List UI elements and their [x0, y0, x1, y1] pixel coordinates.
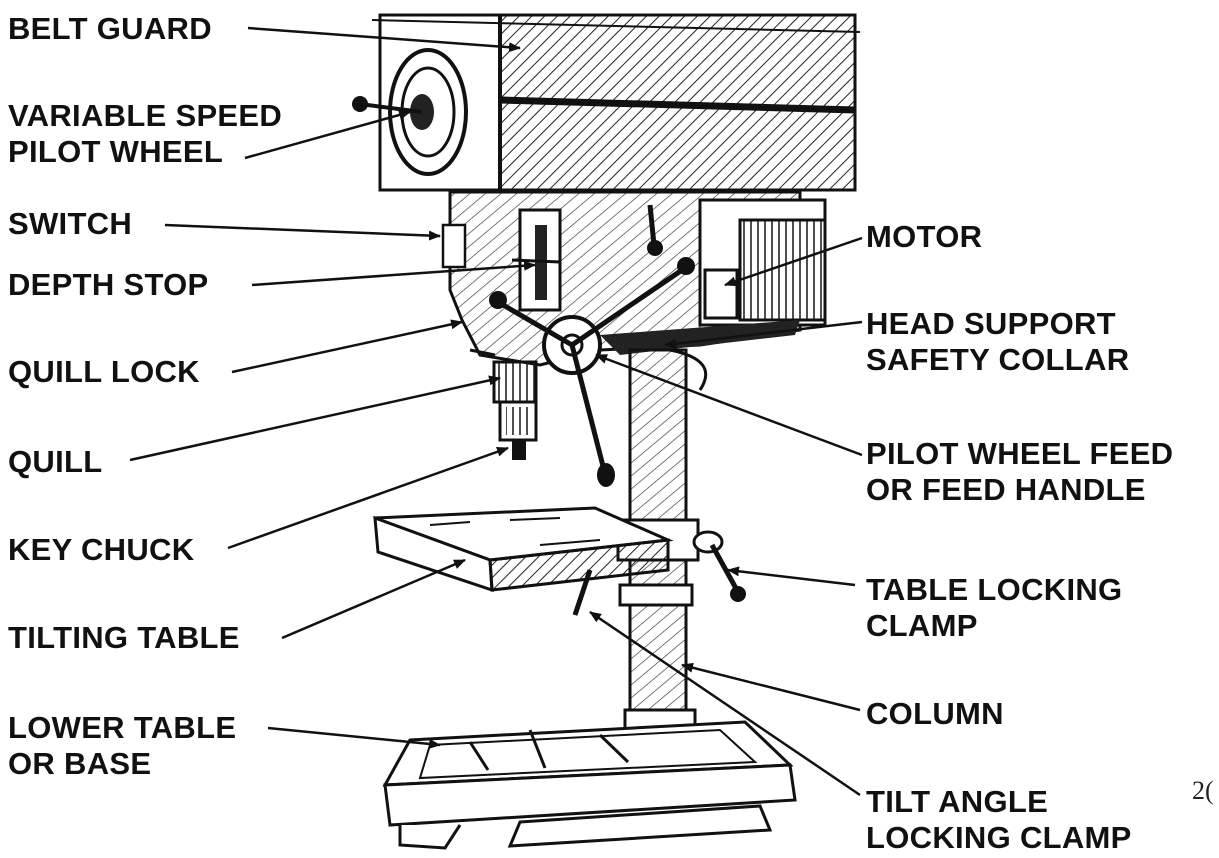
label-belt-guard: BELT GUARD [8, 11, 212, 46]
belt-guard-shape [371, 13, 861, 192]
label-lower-table-or-base: LOWER TABLE OR BASE [8, 710, 237, 781]
label-head-support-safety-collar: HEAD SUPPORT SAFETY COLLAR [866, 306, 1130, 377]
feed-handle-shape [489, 204, 695, 487]
leader-motor [724, 236, 863, 287]
motor-shape [698, 198, 827, 327]
leader-lines [129, 26, 863, 797]
label-column: COLUMN [866, 696, 1004, 731]
label-pilot-wheel-feed: PILOT WHEEL FEED OR FEED HANDLE [866, 436, 1174, 507]
label-quill: QUILL [8, 444, 103, 479]
safety-collar-shape [600, 320, 800, 355]
leader-switch [164, 223, 441, 241]
leader-quill-lock [231, 319, 463, 374]
label-table-locking-clamp: TABLE LOCKING CLAMP [866, 572, 1123, 643]
label-depth-stop: DEPTH STOP [8, 267, 209, 302]
label-switch: SWITCH [8, 206, 133, 241]
leader-lower-table [267, 726, 441, 749]
leader-variable-speed [244, 110, 411, 160]
leader-table-clamp [727, 566, 856, 587]
label-tilting-table: TILTING TABLE [8, 620, 240, 655]
leader-tilting-table [281, 558, 466, 640]
leader-column [681, 662, 861, 712]
leader-belt-guard [247, 26, 521, 53]
leader-pilot-feed [595, 353, 863, 457]
label-quill-lock: QUILL LOCK [8, 354, 200, 389]
tilting-table-shape [373, 506, 674, 616]
leader-depth-stop [251, 260, 536, 287]
label-motor: MOTOR [866, 219, 983, 254]
leader-tilt-clamp [589, 610, 861, 797]
label-variable-speed-pilot-wheel: VARIABLE SPEED PILOT WHEEL [8, 98, 283, 169]
page-number: 2( [1192, 776, 1214, 805]
table-clamp-shape [692, 530, 746, 602]
base-shape [382, 720, 797, 850]
pilot-wheel-shape [352, 48, 468, 176]
quill-chuck-shape [469, 348, 538, 460]
leader-head-support [664, 320, 863, 349]
leader-quill [129, 375, 501, 462]
leader-key-chuck [227, 446, 509, 550]
label-key-chuck: KEY CHUCK [8, 532, 195, 567]
label-tilt-angle-locking-clamp: TILT ANGLE LOCKING CLAMP [866, 784, 1132, 855]
